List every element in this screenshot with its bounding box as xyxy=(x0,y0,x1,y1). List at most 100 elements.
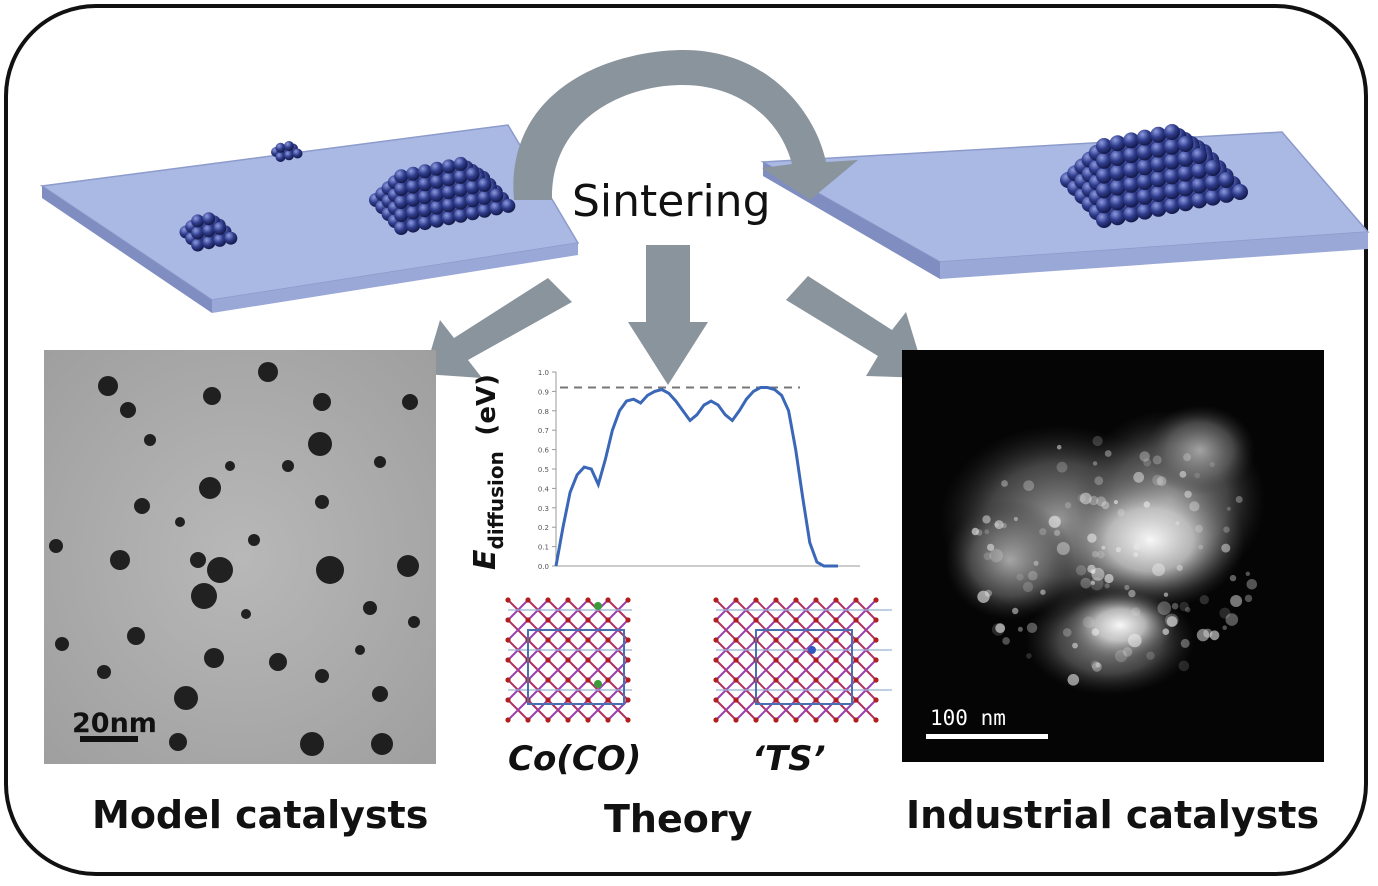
metal-particle xyxy=(465,206,480,221)
chart-ylabel: Ediffusion (eV) xyxy=(468,374,508,570)
stem-grain xyxy=(1230,595,1243,607)
metal-particle xyxy=(284,141,294,151)
lattice-atom xyxy=(873,697,879,703)
metal-particle xyxy=(429,174,444,189)
metal-particle xyxy=(1096,167,1112,184)
metal-particle xyxy=(441,211,456,226)
stem-grain xyxy=(1091,550,1099,558)
lattice-atom xyxy=(585,717,591,723)
lattice-atom xyxy=(545,677,551,683)
stem-grain xyxy=(1082,616,1095,628)
stem-grain xyxy=(1143,458,1152,467)
stem-grain xyxy=(1087,533,1097,543)
metal-particle xyxy=(453,156,468,171)
stem-micrograph-industrial xyxy=(902,350,1324,762)
nanoparticle-dot xyxy=(55,637,69,651)
stem-grain xyxy=(1171,602,1179,610)
stem-grain xyxy=(1165,613,1179,627)
lattice-atom xyxy=(605,697,611,703)
metal-particle xyxy=(1191,162,1208,179)
metal-particle xyxy=(1150,126,1167,143)
stem-grain xyxy=(1113,500,1118,505)
lattice-bond xyxy=(815,659,837,681)
metal-particle xyxy=(191,238,205,252)
lattice-atom xyxy=(505,677,511,683)
lattice-bond xyxy=(587,659,609,681)
nanoparticle-dot xyxy=(174,686,198,710)
metal-particle xyxy=(1123,176,1140,193)
metal-particle xyxy=(1164,168,1180,185)
metal-particle xyxy=(406,218,421,233)
stem-grain xyxy=(1175,521,1180,526)
stem-grain xyxy=(971,527,979,536)
stem-grain xyxy=(1244,594,1253,603)
metal-particle xyxy=(1096,197,1112,214)
metal-particle xyxy=(1150,156,1167,173)
y-tick-label: 0.2 xyxy=(538,524,549,532)
lattice-atom xyxy=(625,717,631,723)
lattice-atom xyxy=(585,637,591,643)
lattice-atom xyxy=(625,637,631,643)
stem-grain xyxy=(1122,647,1133,657)
stem-grain xyxy=(1133,536,1147,549)
stem-grain xyxy=(1133,471,1145,483)
nanoparticle-dot xyxy=(258,362,278,382)
stem-grain xyxy=(1026,622,1038,633)
y-tick-label: 0.7 xyxy=(538,427,549,435)
stem-grain xyxy=(1101,501,1110,510)
stem-grain xyxy=(1056,542,1070,555)
lattice-atom xyxy=(873,657,879,663)
lattice-atom xyxy=(873,617,879,623)
stem-grain xyxy=(1179,601,1189,612)
nanoparticle-dot xyxy=(203,387,221,405)
metal-particle xyxy=(1123,162,1140,178)
metal-particle xyxy=(1150,186,1167,202)
lattice-bond xyxy=(775,659,797,681)
metal-particle xyxy=(429,213,444,228)
lattice-atom xyxy=(853,717,859,723)
lattice-atom xyxy=(833,637,839,643)
lattice-atom xyxy=(853,617,859,623)
lattice-atom xyxy=(753,617,759,623)
metal-particle xyxy=(224,231,238,245)
stem-grain xyxy=(1156,476,1167,486)
lattice-atom xyxy=(793,637,799,643)
stem-grain xyxy=(987,543,995,551)
stem-grain xyxy=(1001,480,1008,487)
lattice-bond xyxy=(507,699,529,721)
left-substrate xyxy=(39,124,580,313)
lattice-atom xyxy=(713,697,719,703)
stem-grain xyxy=(1146,651,1155,660)
stem-grain xyxy=(984,529,990,535)
metal-particle xyxy=(418,164,432,179)
stem-grain xyxy=(1198,544,1204,550)
nanoparticle-dot xyxy=(402,394,418,410)
y-tick-label: 0.6 xyxy=(538,447,550,455)
lattice-structure-ts xyxy=(713,597,892,723)
stem-grain xyxy=(1017,626,1023,632)
lattice-bond xyxy=(855,619,877,641)
metal-particle xyxy=(1136,174,1153,190)
metal-particle xyxy=(394,169,409,184)
lattice-bond xyxy=(715,699,737,721)
y-tick-label: 0.9 xyxy=(538,388,549,396)
arrow-to-theory-icon xyxy=(628,245,708,385)
metal-particle xyxy=(453,169,468,184)
metal-particle xyxy=(1164,183,1180,200)
lattice-atom xyxy=(733,617,739,623)
stem-grain xyxy=(1209,461,1216,468)
nanoparticle-dot xyxy=(269,653,287,671)
diffusion-energy-chart: 0.00.10.20.30.40.50.60.70.80.91.0 xyxy=(538,369,860,571)
nanoparticle-dot xyxy=(144,434,156,446)
lattice-atom xyxy=(813,717,819,723)
y-tick-label: 1.0 xyxy=(538,369,549,377)
metal-particle xyxy=(1164,153,1180,170)
ylabel-unit: (eV) xyxy=(472,374,502,436)
metal-particle xyxy=(1177,180,1194,197)
metal-particle xyxy=(418,190,432,205)
metal-particle xyxy=(1123,147,1140,164)
lattice-atom xyxy=(605,717,611,723)
lattice-atom xyxy=(773,617,779,623)
metal-particle xyxy=(1177,136,1194,152)
